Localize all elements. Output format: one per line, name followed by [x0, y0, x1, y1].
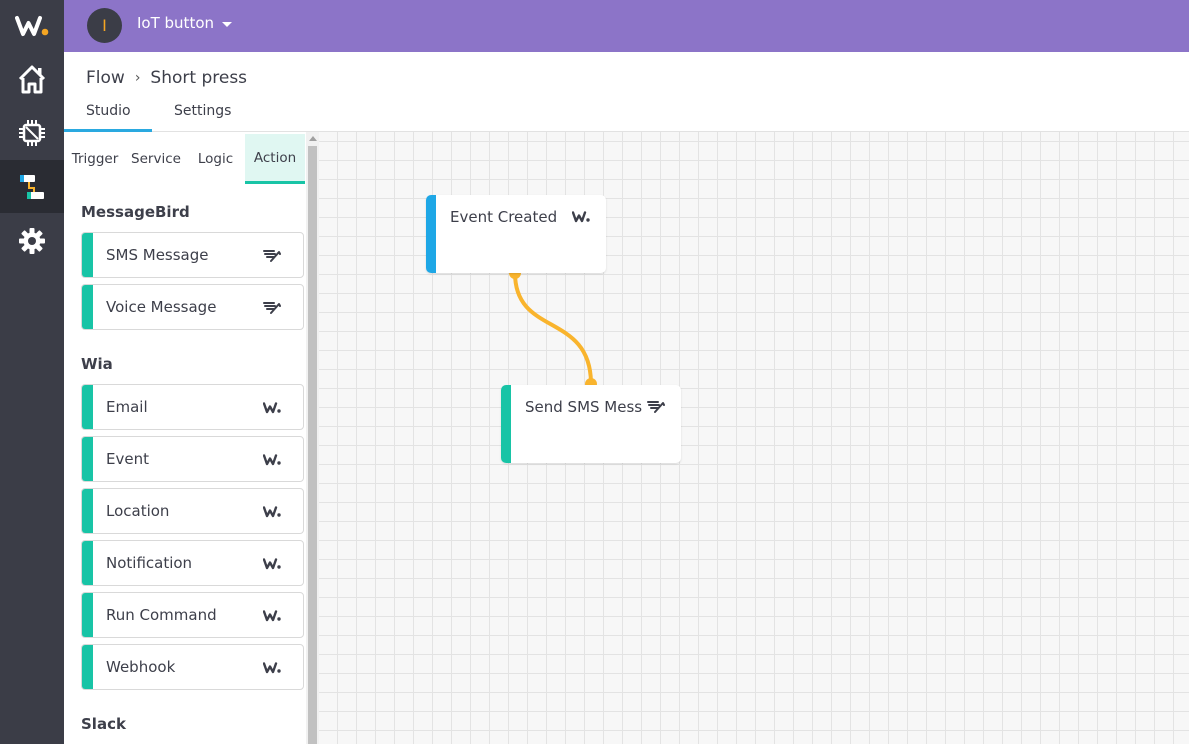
palette-item-voice-message[interactable]: Voice Message	[81, 284, 304, 330]
home-icon[interactable]	[0, 52, 64, 105]
breadcrumb-separator: ›	[134, 70, 141, 86]
palette-item-label: Voice Message	[106, 298, 217, 316]
node-accent	[426, 195, 436, 273]
palette-item-webhook[interactable]: Webhook	[81, 644, 304, 690]
palette-item-label: Webhook	[106, 658, 176, 676]
header-tabs: Studio Settings	[64, 96, 253, 132]
group-title-slack: Slack	[81, 715, 126, 733]
card-accent	[82, 437, 93, 481]
card-accent	[82, 593, 93, 637]
breadcrumb: Flow › Short press	[86, 68, 247, 88]
palette-item-email[interactable]: Email	[81, 384, 304, 430]
node-send-sms-message[interactable]: Send SMS Mess	[501, 385, 681, 463]
node-accent	[501, 385, 511, 463]
caret-down-icon	[222, 22, 233, 27]
palette-tabs: Trigger Service Logic Action	[64, 134, 306, 185]
tab-settings[interactable]: Settings	[174, 103, 232, 119]
palette-item-label: Notification	[106, 554, 193, 572]
breadcrumb-current: Short press	[150, 68, 248, 88]
chip-icon[interactable]	[0, 106, 64, 159]
node-palette: Trigger Service Logic Action MessageBird…	[64, 132, 306, 744]
palette-tab-action[interactable]: Action	[245, 134, 305, 184]
wia-logo-icon	[261, 658, 283, 678]
messagebird-logo-icon	[261, 246, 283, 266]
scroll-up-icon[interactable]	[309, 136, 317, 141]
wia-logo-icon[interactable]	[0, 0, 64, 52]
palette-scrollbar[interactable]	[306, 132, 319, 744]
palette-tab-service[interactable]: Service	[131, 151, 181, 167]
palette-tab-logic[interactable]: Logic	[197, 151, 234, 167]
flow-canvas[interactable]: Event Created Send SMS Mess	[319, 132, 1189, 744]
card-accent	[82, 385, 93, 429]
card-accent	[82, 541, 93, 585]
palette-item-label: Email	[106, 398, 148, 416]
wia-logo-icon	[261, 606, 283, 626]
card-accent	[82, 233, 93, 277]
card-accent	[82, 645, 93, 689]
gear-icon[interactable]	[0, 214, 64, 267]
node-title: Event Created	[450, 208, 558, 226]
top-bar: I IoT button	[64, 0, 1189, 52]
flow-icon[interactable]	[0, 160, 64, 213]
card-accent	[82, 285, 93, 329]
card-accent	[82, 489, 93, 533]
messagebird-logo-icon	[645, 397, 667, 417]
wia-logo-icon	[261, 450, 283, 470]
device-avatar[interactable]: I	[87, 8, 122, 43]
scrollbar-thumb[interactable]	[308, 146, 317, 744]
palette-item-sms-message[interactable]: SMS Message	[81, 232, 304, 278]
palette-item-label: Event	[106, 450, 149, 468]
device-name: IoT button	[137, 14, 215, 32]
palette-item-run-command[interactable]: Run Command	[81, 592, 304, 638]
palette-item-notification[interactable]: Notification	[81, 540, 304, 586]
device-selector[interactable]: IoT button	[137, 14, 233, 32]
wia-logo-icon	[261, 502, 283, 522]
palette-item-event[interactable]: Event	[81, 436, 304, 482]
node-event-created[interactable]: Event Created	[426, 195, 606, 273]
wia-logo-icon	[261, 554, 283, 574]
palette-tab-trigger[interactable]: Trigger	[71, 151, 119, 167]
wia-logo-icon	[570, 207, 592, 227]
node-title: Send SMS Mess	[525, 398, 643, 416]
wia-logo-icon	[261, 398, 283, 418]
tab-studio[interactable]: Studio	[64, 96, 152, 132]
page-header: Flow › Short press Studio Settings	[64, 52, 1189, 132]
avatar-letter: I	[102, 16, 107, 35]
palette-item-location[interactable]: Location	[81, 488, 304, 534]
group-title-messagebird: MessageBird	[81, 203, 190, 221]
group-title-wia: Wia	[81, 355, 113, 373]
palette-item-label: Run Command	[106, 606, 217, 624]
left-rail	[0, 0, 64, 744]
messagebird-logo-icon	[261, 298, 283, 318]
palette-item-label: Location	[106, 502, 170, 520]
breadcrumb-root[interactable]: Flow	[86, 68, 125, 88]
palette-item-label: SMS Message	[106, 246, 209, 264]
